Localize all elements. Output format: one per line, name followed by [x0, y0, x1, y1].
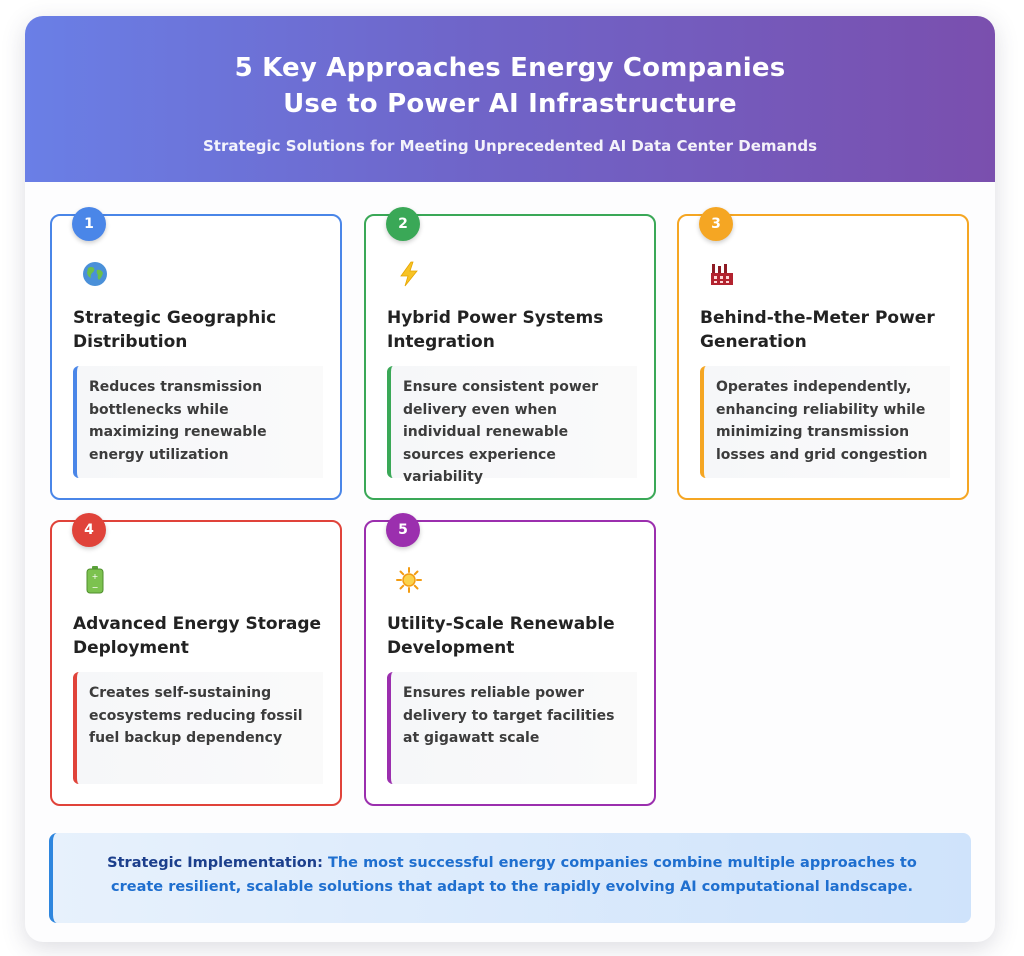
title-line-2: Use to Power AI Infrastructure [283, 89, 737, 119]
approach-card-1: 1 Strategic Geographic Distribution Redu… [50, 207, 342, 500]
approach-description: Ensure consistent power delivery even wh… [387, 366, 637, 485]
lightning-icon [394, 259, 424, 289]
approach-description: Creates self-sustaining ecosystems reduc… [73, 672, 323, 784]
callout-text: The most successful energy companies com… [111, 855, 917, 895]
approach-title: Hybrid Power Systems Integration [387, 308, 604, 352]
page-subtitle: Strategic Solutions for Meeting Unpreced… [202, 137, 818, 155]
sun-icon [394, 565, 424, 595]
svg-text:+: + [92, 572, 99, 581]
step-badge: 2 [386, 207, 420, 241]
svg-text:−: − [92, 583, 99, 592]
step-badge: 1 [72, 207, 106, 241]
battery-icon: + − [80, 565, 110, 595]
approach-description: Reduces transmission bottlenecks while m… [73, 366, 323, 478]
step-badge: 3 [699, 207, 733, 241]
title-line-1: 5 Key Approaches Energy Companies [234, 53, 786, 83]
approach-title: Utility-Scale Renewable Development [387, 614, 615, 658]
step-badge: 5 [386, 513, 420, 547]
approach-title: Behind-the-Meter Power Generation [700, 308, 935, 352]
approach-description: Ensures reliable power delivery to targe… [387, 672, 637, 784]
approach-card-2: 2 Hybrid Power Systems Integration Ensur… [364, 207, 656, 500]
page-title: 5 Key Approaches Energy Companies Use to… [25, 50, 995, 122]
approach-card-4: 4 + − Advanced Energy Storage Deployment… [50, 513, 342, 806]
infographic-card: 5 Key Approaches Energy Companies Use to… [25, 16, 995, 942]
approach-title: Strategic Geographic Distribution [73, 308, 277, 352]
step-badge: 4 [72, 513, 106, 547]
strategic-implementation-callout: Strategic Implementation: The most succe… [49, 833, 971, 923]
approach-card-5: 5 Utility-Scale Renewable Development En… [364, 513, 656, 806]
factory-icon [707, 259, 737, 289]
header-banner: 5 Key Approaches Energy Companies Use to… [25, 16, 995, 182]
globe-icon [80, 259, 110, 289]
approach-description: Operates independently, enhancing reliab… [700, 366, 950, 478]
approach-title: Advanced Energy Storage Deployment [73, 614, 322, 658]
callout-lead: Strategic Implementation: [107, 855, 323, 871]
approach-card-3: 3 Behind-the-Meter Power Generation Oper… [677, 207, 969, 500]
